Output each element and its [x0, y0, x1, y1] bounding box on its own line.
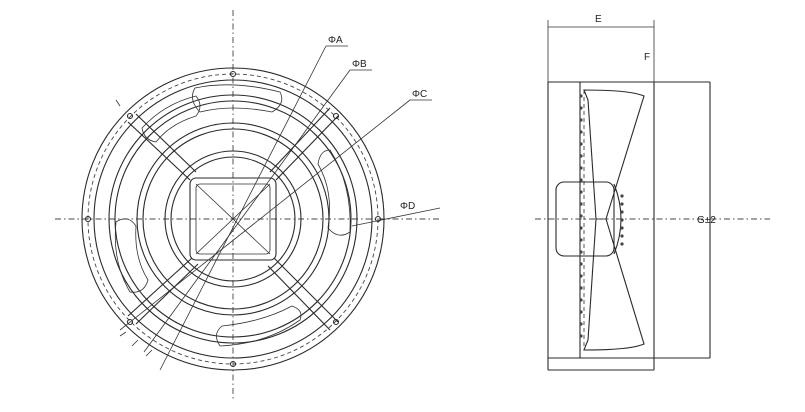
dim-label-e: E: [595, 14, 602, 25]
fan-blades: [114, 84, 351, 347]
motor-mount-plate: [189, 177, 277, 261]
grille-bolt-dot: [579, 226, 583, 230]
motor-fin-dot: [620, 226, 624, 230]
side-motor-body: [555, 181, 615, 257]
guard-ring-6: [170, 156, 296, 282]
side-view: E F G±2: [535, 14, 770, 371]
outer-flange-ring: [81, 67, 385, 371]
grille-bolt-dot: [579, 142, 583, 146]
mounting-hole-top-right: [332, 112, 340, 120]
motor-fin-dot: [620, 234, 624, 238]
mounting-hole-left: [84, 215, 92, 223]
mounting-hole-bottom: [229, 360, 237, 368]
grille-bolt-dot: [579, 286, 583, 290]
dim-label-f: F: [644, 52, 650, 63]
mounting-hole-top: [229, 70, 237, 78]
front-leader-lines: [119, 45, 441, 371]
fan-blade-top: [192, 84, 283, 113]
leader-line-b: [143, 69, 351, 353]
fan-blade-bottom-left: [114, 218, 149, 293]
grille-bolt-dot: [579, 118, 583, 122]
dim-label-b: ΦB: [352, 59, 367, 70]
guard-ring-5: [164, 150, 302, 288]
grille-bolt-dot: [579, 262, 583, 266]
grille-bolt-dot: [579, 238, 583, 242]
mounting-hole-top-left: [126, 112, 134, 120]
support-struts: [127, 107, 339, 331]
grille-bolt-dot: [579, 334, 583, 338]
motor-fin-dot: [620, 210, 624, 214]
motor-fin-dot: [620, 242, 624, 246]
leader-ticks: [115, 99, 153, 357]
motor-fin-dot: [620, 194, 624, 198]
front-view: ΦA ΦB ΦC ΦD: [55, 10, 441, 400]
grille-bolt-dot: [579, 94, 583, 98]
leader-line-a: [159, 45, 327, 371]
dim-label-a: ΦA: [328, 35, 343, 46]
dim-label-d: ΦD: [400, 201, 415, 212]
flange-inner-ring: [93, 79, 373, 359]
fan-blade-left: [141, 95, 201, 143]
motor-body: [195, 183, 271, 255]
guard-ring-4: [142, 128, 324, 310]
fan-blade-right: [317, 149, 351, 236]
mounting-hole-right: [374, 215, 382, 223]
motor-diagonal-2: [195, 183, 271, 255]
grille-bolt-dot: [579, 166, 583, 170]
bolt-circle: [87, 73, 379, 365]
fan-blade-bottom-right: [216, 305, 302, 347]
guard-ring-2: [114, 100, 352, 338]
leader-line-c: [119, 99, 411, 331]
motor-fin-dot: [620, 218, 624, 222]
grille-bolt-dot: [579, 130, 583, 134]
dim-label-c: ΦC: [412, 89, 427, 100]
grille-bolt-dot: [579, 310, 583, 314]
grille-bolt-dot: [579, 106, 583, 110]
grille-bolt-dot: [579, 202, 583, 206]
grille-bolt-dot: [579, 190, 583, 194]
grille-bolt-dot: [579, 274, 583, 278]
grille-bolt-dot: [579, 322, 583, 326]
dim-label-g: G±2: [697, 215, 716, 226]
grille-bolt-dot: [579, 178, 583, 182]
leader-line-d: [351, 207, 441, 227]
mounting-hole-bottom-right: [332, 318, 340, 326]
grille-bolt-dot: [579, 154, 583, 158]
grille-bolt-dot: [579, 214, 583, 218]
mounting-hole-bottom-left: [126, 318, 134, 326]
guard-ring-1: [108, 94, 358, 344]
bolt-dots: [579, 94, 624, 338]
grille-bolt-dot: [579, 298, 583, 302]
motor-fin-dot: [620, 202, 624, 206]
grille-bolt-dot: [579, 250, 583, 254]
